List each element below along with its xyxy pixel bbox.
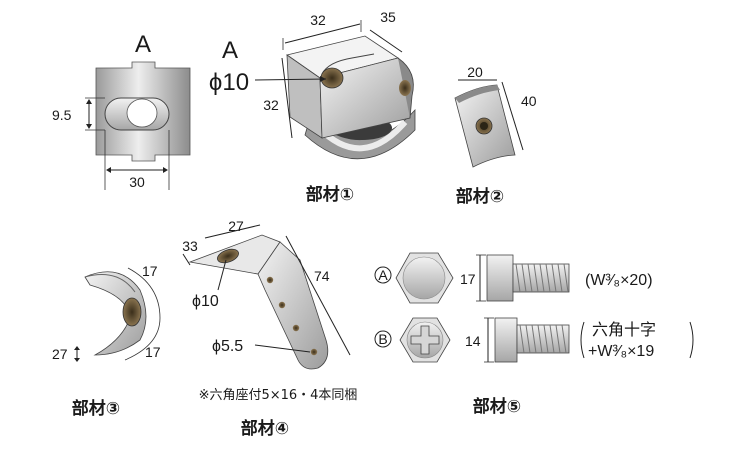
dim-part1-side: 32 (263, 97, 279, 113)
dim-slot-height: 9.5 (52, 107, 72, 123)
part4-small-hole (310, 348, 318, 356)
part1-view-label: A (222, 37, 238, 64)
phillips-cross-icon (410, 325, 440, 355)
part-2: 20 40 部材② (454, 64, 537, 207)
dim-part4-b: 27 (228, 218, 244, 234)
bolt-a-marker (374, 266, 392, 284)
bolt-a-marker-letter: A (378, 267, 388, 283)
dim-part3-top: 17 (142, 263, 158, 279)
dim-part1-top: 32 (310, 12, 326, 28)
dim-part1-depth: 35 (380, 9, 396, 25)
part4-small-hole (292, 324, 300, 332)
dim-slot-width: 30 (129, 174, 145, 190)
part4-small-hole (266, 276, 274, 284)
part-3: 17 17 27 部材③ (52, 263, 161, 419)
part1-caption: 部材① (306, 184, 354, 205)
part4-caption: 部材④ (241, 418, 289, 439)
part4-small-hole-dia: ϕ5.5 (212, 338, 243, 355)
bolt-b-shank (516, 324, 570, 354)
bolt-hole-highlight (126, 98, 158, 128)
front-view-a: A 9.5 30 (52, 31, 191, 190)
bolt-b-spec-line1: 六角十字 (592, 321, 656, 339)
part4-large-hole-dia: ϕ10 (192, 293, 219, 310)
dim-part3-bottom: 17 (145, 344, 161, 360)
bolt-a-head-side (486, 254, 514, 302)
part1-ring-outer (304, 108, 416, 160)
part4-note: ※六角座付5×16・4本同梱 (199, 388, 358, 403)
bolt-b-marker (374, 330, 392, 348)
front-view-label: A (135, 31, 151, 58)
bolt-b-marker-letter: B (378, 331, 387, 347)
part4-small-hole (278, 301, 286, 309)
bolt-a-spec: (W³⁄₈×20) (585, 272, 653, 289)
dim-part4-length: 74 (314, 268, 330, 284)
part3-caption: 部材③ (72, 398, 120, 419)
dim-part4-a: 33 (182, 238, 198, 254)
part2-caption: 部材② (456, 186, 504, 207)
part-1: A ϕ10 32 35 32 部材① (209, 9, 416, 205)
dim-part2-height: 40 (521, 93, 537, 109)
dim-part3-left: 27 (52, 346, 68, 362)
part-4: 33 27 74 ϕ10 ϕ5.5 ※六角座付5×16・4本同梱 部材④ (182, 218, 357, 439)
part1-hole-diameter: ϕ10 (209, 69, 249, 96)
bolt-a-size: 17 (460, 271, 476, 287)
bolt-b-spec-line2: +W³⁄₈×19 (588, 343, 654, 360)
part-5: A 17 (W³⁄₈×20) B 14 六角十字 +W³⁄₈×19 部材⑤ (374, 252, 694, 417)
part4-long-leg (257, 241, 329, 370)
part5-caption: 部材⑤ (473, 396, 521, 417)
part1-bolt-hole (320, 67, 344, 89)
bolt-b-head-side (494, 317, 518, 363)
bolt-b-size: 14 (465, 333, 481, 349)
dim-part2-width: 20 (467, 64, 483, 80)
part4-large-hole (217, 248, 239, 264)
part3-hole (122, 297, 142, 327)
